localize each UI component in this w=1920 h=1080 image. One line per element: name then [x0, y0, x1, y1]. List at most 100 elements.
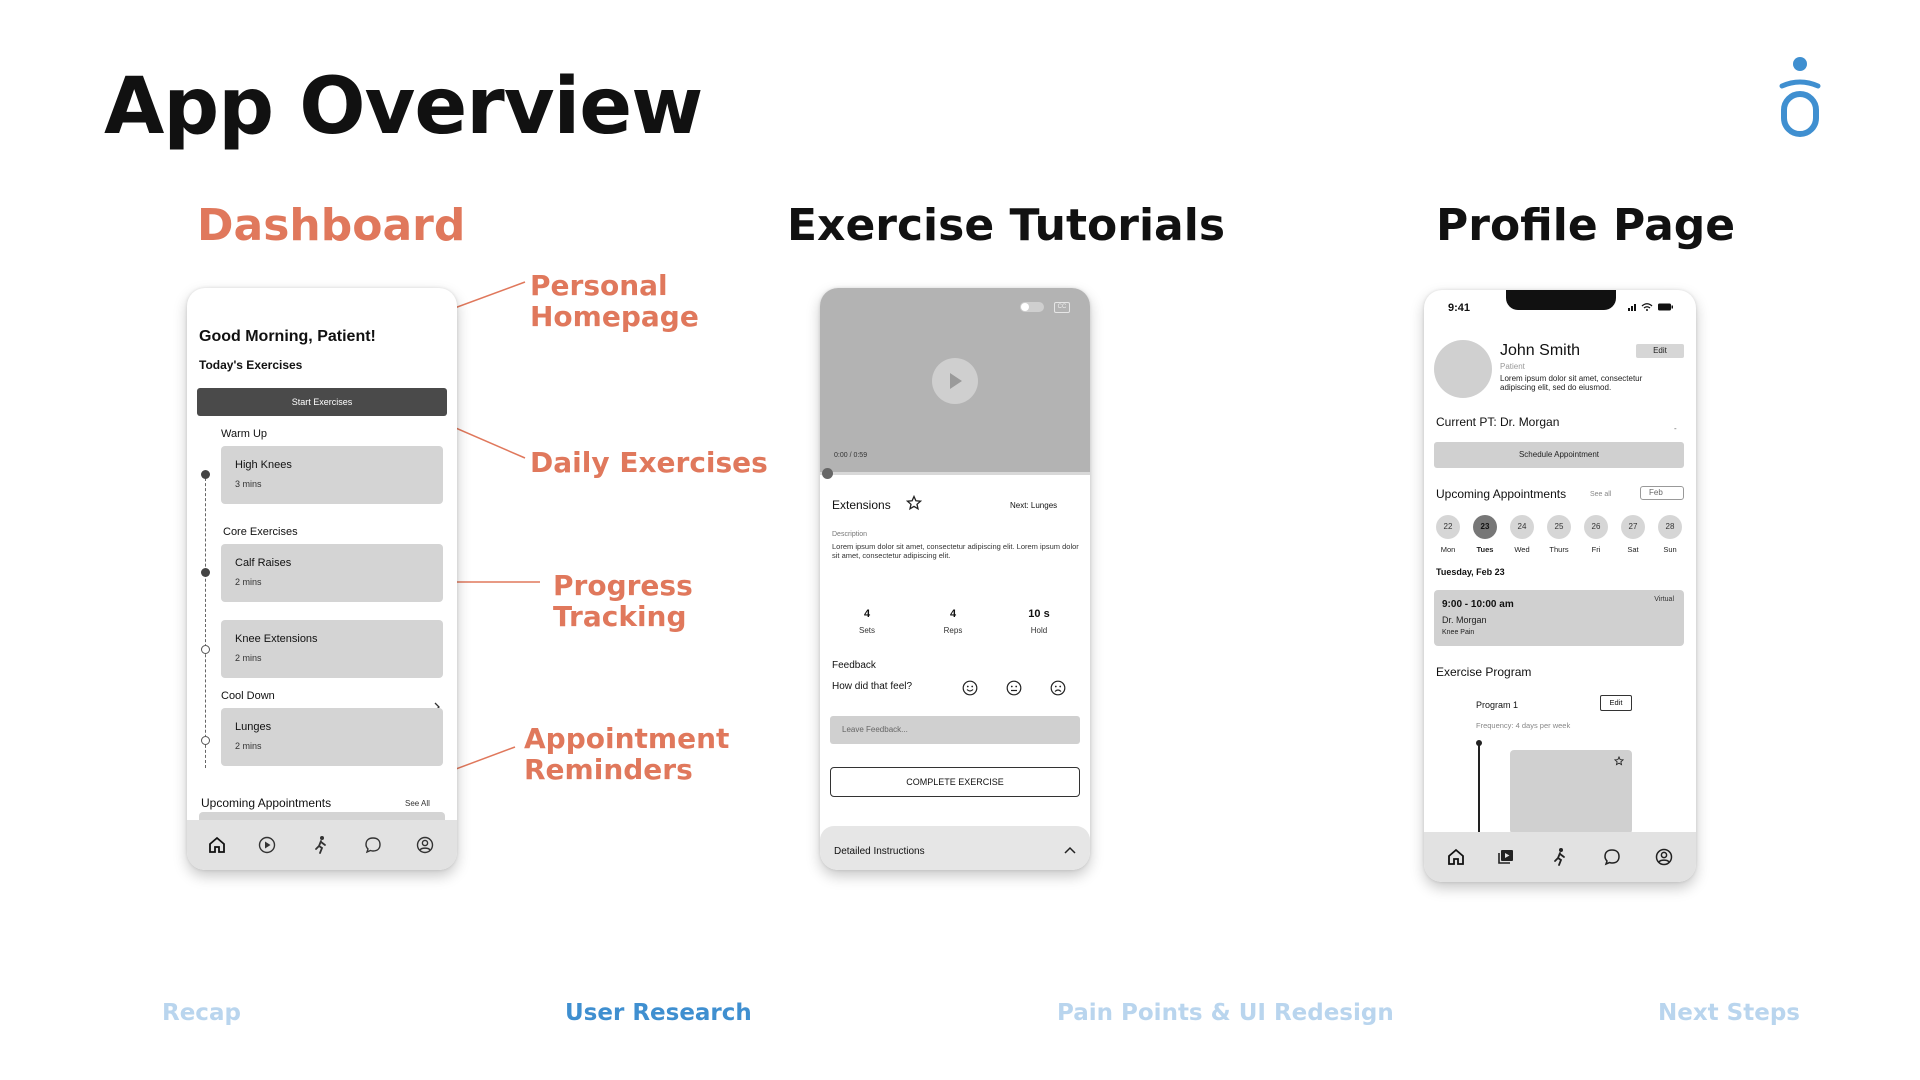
- description-text: Lorem ipsum dolor sit amet, consectetur …: [832, 542, 1079, 560]
- program-name: Program 1: [1476, 700, 1519, 710]
- see-all-link[interactable]: See All: [405, 799, 430, 808]
- day-button[interactable]: 24: [1510, 515, 1534, 539]
- group-core: Core Exercises: [223, 526, 298, 538]
- exercise-icon[interactable]: [311, 835, 331, 855]
- complete-exercise-button[interactable]: COMPLETE EXERCISE: [830, 767, 1080, 797]
- profile-icon[interactable]: [1654, 847, 1674, 867]
- profile-role: Patient: [1500, 362, 1525, 371]
- day-label: Fri: [1591, 545, 1601, 554]
- profile-icon[interactable]: [415, 835, 435, 855]
- exercise-card[interactable]: Calf Raises 2 mins: [221, 544, 443, 602]
- day-button[interactable]: 28: [1658, 515, 1682, 539]
- group-cooldown: Cool Down: [221, 690, 275, 702]
- pt-dropdown[interactable]: -: [1674, 424, 1677, 433]
- see-all-link[interactable]: See all: [1590, 491, 1612, 498]
- program-timeline: [1478, 742, 1480, 832]
- day-button[interactable]: 26: [1584, 515, 1608, 539]
- star-icon[interactable]: [906, 495, 922, 511]
- stat-reps: 4 Reps: [943, 608, 963, 635]
- day-button[interactable]: 22: [1436, 515, 1460, 539]
- section-title-profile: Profile Page: [1436, 200, 1736, 251]
- schedule-appointment-button[interactable]: Schedule Appointment: [1434, 442, 1684, 468]
- profile-name: John Smith: [1500, 342, 1581, 359]
- next-exercise[interactable]: Next: Lunges: [1010, 501, 1058, 510]
- program-card[interactable]: [1510, 750, 1632, 834]
- feedback-input[interactable]: Leave Feedback...: [830, 716, 1080, 744]
- day-label: Sat: [1627, 545, 1639, 554]
- sad-face-icon[interactable]: [1050, 680, 1066, 696]
- play-button[interactable]: [932, 358, 978, 404]
- progress-dot-complete: [201, 568, 210, 577]
- start-exercises-button[interactable]: Start Exercises: [197, 388, 447, 416]
- day-button[interactable]: 27: [1621, 515, 1645, 539]
- chevron-up-icon[interactable]: [1064, 846, 1076, 854]
- neutral-face-icon[interactable]: [1006, 680, 1022, 696]
- status-time: 9:41: [1448, 302, 1471, 314]
- current-pt: Current PT: Dr. Morgan: [1436, 415, 1560, 429]
- video-progress-bar[interactable]: [820, 472, 1090, 475]
- captions-icon[interactable]: CC: [1054, 302, 1070, 313]
- day-label: Sun: [1663, 545, 1677, 554]
- detailed-instructions-panel[interactable]: Detailed Instructions: [820, 826, 1090, 870]
- todays-exercises-heading: Today's Exercises: [199, 358, 303, 372]
- play-icon: [950, 373, 962, 389]
- day-button-selected[interactable]: 23: [1473, 515, 1497, 539]
- dashboard-phone: Good Morning, Patient! Today's Exercises…: [187, 288, 457, 870]
- video-library-icon[interactable]: [1496, 847, 1516, 867]
- nav-next-steps[interactable]: Next Steps: [1658, 1000, 1800, 1026]
- nav-pain-points[interactable]: Pain Points & UI Redesign: [1057, 1000, 1394, 1026]
- program-timeline-dot: [1476, 740, 1482, 746]
- exercise-card[interactable]: High Knees 3 mins: [221, 446, 443, 504]
- status-icons: [1628, 303, 1673, 311]
- day-button[interactable]: 25: [1547, 515, 1571, 539]
- home-icon[interactable]: [1446, 847, 1466, 867]
- day-label: Tues: [1476, 545, 1494, 554]
- progress-dot-pending: [201, 645, 210, 654]
- chat-icon[interactable]: [363, 835, 383, 855]
- selected-date: Tuesday, Feb 23: [1436, 567, 1505, 577]
- appointment-card[interactable]: 9:00 - 10:00 am Dr. Morgan Knee Pain Vir…: [1434, 590, 1684, 646]
- detailed-instructions-label: Detailed Instructions: [834, 846, 925, 857]
- edit-program-button[interactable]: Edit: [1600, 695, 1632, 711]
- video-scrubber-handle[interactable]: [822, 468, 833, 479]
- annotation-appointment-reminders: Appointment Reminders: [524, 722, 730, 786]
- exercise-program-heading: Exercise Program: [1436, 665, 1532, 679]
- nav-recap[interactable]: Recap: [162, 1000, 241, 1026]
- month-select[interactable]: Feb: [1640, 486, 1684, 500]
- description-label: Description: [832, 531, 868, 538]
- feedback-heading: Feedback: [832, 660, 876, 671]
- day-label: Wed: [1514, 545, 1530, 554]
- progress-dot-complete: [201, 470, 210, 479]
- feedback-question: How did that feel?: [832, 681, 913, 692]
- nav-user-research[interactable]: User Research: [565, 1000, 752, 1026]
- annotation-progress-tracking: Progress Tracking: [553, 569, 693, 633]
- group-warmup: Warm Up: [221, 428, 268, 440]
- phone-notch: [1506, 290, 1616, 310]
- slide-title: App Overview: [104, 62, 703, 152]
- happy-face-icon[interactable]: [962, 680, 978, 696]
- exercise-phone: CC 0:00 / 0:59 Extensions Next: Lunges D…: [820, 288, 1090, 870]
- progress-track: [205, 473, 206, 768]
- annotation-personal-homepage: Personal Homepage: [530, 269, 699, 333]
- exercise-name: Extensions: [832, 498, 891, 512]
- brand-logo-icon: [1779, 57, 1821, 137]
- avatar[interactable]: [1434, 340, 1492, 398]
- profile-phone: 9:41 John Smith Patient Lorem ipsum dolo…: [1424, 290, 1696, 882]
- day-label: Thurs: [1549, 545, 1569, 554]
- autoplay-toggle[interactable]: [1020, 302, 1044, 312]
- exercise-icon[interactable]: [1550, 847, 1570, 867]
- upcoming-appointments-heading: Upcoming Appointments: [1436, 487, 1567, 501]
- home-icon[interactable]: [207, 835, 227, 855]
- video-time: 0:00 / 0:59: [834, 452, 868, 459]
- chat-icon[interactable]: [1602, 847, 1622, 867]
- exercise-card[interactable]: Knee Extensions 2 mins: [221, 620, 443, 678]
- play-icon[interactable]: [257, 835, 277, 855]
- edit-profile-button[interactable]: Edit: [1636, 344, 1684, 358]
- stat-hold: 10 s Hold: [1028, 608, 1050, 635]
- profile-bio: Lorem ipsum dolor sit amet, consectetur …: [1500, 374, 1643, 392]
- annotation-daily-exercises: Daily Exercises: [530, 446, 768, 479]
- progress-dot-pending: [201, 736, 210, 745]
- program-frequency: Frequency: 4 days per week: [1476, 721, 1571, 730]
- exercise-card[interactable]: Lunges 2 mins: [221, 708, 443, 766]
- star-icon[interactable]: [1614, 756, 1624, 766]
